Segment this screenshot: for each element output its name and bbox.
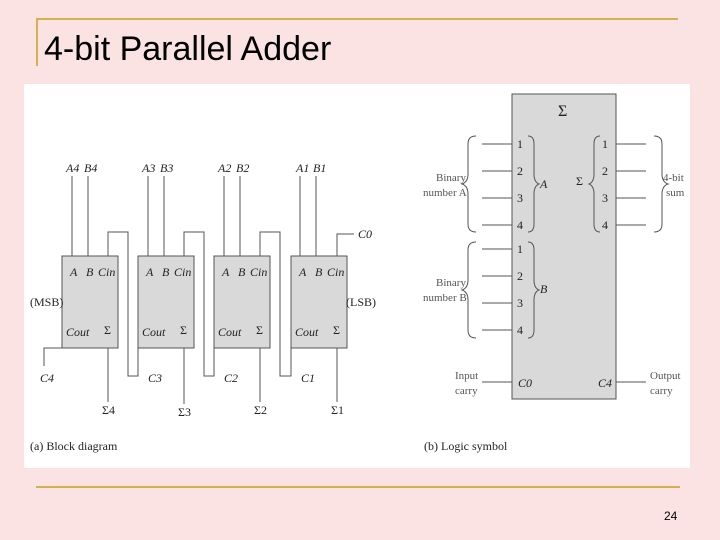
bottom-rule — [36, 486, 680, 488]
lsb-label: (LSB) — [346, 295, 376, 309]
adder-4-b-label: B4 — [84, 161, 97, 175]
adder-figure-svg: A4 B4 A3 B3 A2 B2 A1 B1 C0 (MSB) (LSB) A… — [30, 93, 685, 453]
output-carry-label-2: carry — [650, 385, 673, 397]
c2-label: C2 — [224, 371, 238, 385]
adder-3-b-label: B3 — [160, 161, 173, 175]
b-group-label: B — [540, 282, 548, 296]
sum-pin-4: 4 — [602, 218, 608, 232]
adder-4-cell-b: B — [86, 265, 94, 279]
slide-title: 4-bit Parallel Adder — [44, 30, 332, 68]
adder-3-cell-a: A — [145, 265, 154, 279]
logic-symbol-box — [511, 93, 617, 400]
a-pin-2: 2 — [517, 164, 523, 178]
adder-2 — [213, 255, 271, 349]
adder-2-b-label: B2 — [236, 161, 249, 175]
binary-a-label-2: number A — [423, 187, 467, 199]
adder-3-cell-cin: Cin — [174, 265, 191, 279]
logic-c0-label: C0 — [518, 376, 532, 390]
a-group-label: A — [539, 177, 548, 191]
adder-4-cell-sum: Σ — [104, 323, 111, 337]
adder-3-cell-b: B — [162, 265, 170, 279]
sum-group-label: Σ — [576, 174, 583, 188]
c4-label: C4 — [40, 371, 54, 385]
b-pin-3: 3 — [517, 296, 523, 310]
adder-3-a-label: A3 — [141, 161, 155, 175]
adder-1-cell-sum: Σ — [333, 323, 340, 337]
c1-label: C1 — [301, 371, 315, 385]
adder-2-cell-cin: Cin — [250, 265, 267, 279]
input-carry-label-1: Input — [455, 370, 478, 382]
adder-4-cell-a: A — [69, 265, 78, 279]
a-pin-3: 3 — [517, 191, 523, 205]
top-rule — [36, 18, 678, 20]
b-pin-1: 1 — [517, 242, 523, 256]
adder-3-cell-cout: Cout — [142, 325, 166, 339]
sum-pin-3: 3 — [602, 191, 608, 205]
logic-symbol-caption: (b) Logic symbol — [424, 439, 508, 453]
adder-figure: A4 B4 A3 B3 A2 B2 A1 B1 C0 (MSB) (LSB) A… — [24, 84, 690, 468]
adder-2-cell-sum: Σ — [256, 323, 263, 337]
adder-3 — [137, 255, 195, 349]
adder-1-a-label: A1 — [295, 161, 309, 175]
adder-1-cell-a: A — [298, 265, 307, 279]
c0-label: C0 — [358, 227, 372, 241]
adder-4-cell-cin: Cin — [98, 265, 115, 279]
output-carry-label-1: Output — [650, 370, 681, 382]
left-rule — [36, 18, 38, 66]
a-pin-4: 4 — [517, 218, 523, 232]
binary-b-label-1: Binary — [436, 277, 466, 289]
msb-label: (MSB) — [30, 295, 63, 309]
a-pin-1: 1 — [517, 137, 523, 151]
sum-1-label: Σ1 — [331, 403, 344, 417]
page-number: 24 — [664, 509, 678, 523]
four-bit-sum-label-2: sum — [666, 187, 685, 199]
adder-4-cell-cout: Cout — [66, 325, 90, 339]
adder-cell-labels: A B Cin Cout Σ A B Cin Cout Σ A B Cin Co… — [66, 265, 344, 339]
b-pin-2: 2 — [517, 269, 523, 283]
sum-3-label: Σ3 — [178, 405, 191, 419]
adder-1-cell-cout: Cout — [295, 325, 319, 339]
binary-b-label-2: number B — [423, 292, 467, 304]
sum-pin-2: 2 — [602, 164, 608, 178]
adder-1-b-label: B1 — [313, 161, 326, 175]
adder-1 — [290, 255, 348, 349]
adder-3-cell-sum: Σ — [180, 323, 187, 337]
c3-label: C3 — [148, 371, 162, 385]
adder-2-cell-cout: Cout — [218, 325, 242, 339]
adder-4 — [61, 255, 119, 349]
adder-2-cell-b: B — [238, 265, 246, 279]
sum-4-label: Σ4 — [102, 403, 115, 417]
sum-pin-1: 1 — [602, 137, 608, 151]
logic-c4-label: C4 — [598, 376, 612, 390]
block-diagram-caption: (a) Block diagram — [30, 439, 118, 453]
adder-1-cell-cin: Cin — [327, 265, 344, 279]
adder-1-cell-b: B — [315, 265, 323, 279]
adder-4-a-label: A4 — [65, 161, 79, 175]
b-pin-4: 4 — [517, 323, 523, 337]
adder-2-a-label: A2 — [217, 161, 231, 175]
binary-a-label-1: Binary — [436, 172, 466, 184]
logic-symbol-header: Σ — [558, 103, 567, 120]
input-carry-label-2: carry — [455, 385, 478, 397]
sum-2-label: Σ2 — [254, 403, 267, 417]
four-bit-sum-label-1: 4-bit — [663, 172, 684, 184]
adder-2-cell-a: A — [221, 265, 230, 279]
